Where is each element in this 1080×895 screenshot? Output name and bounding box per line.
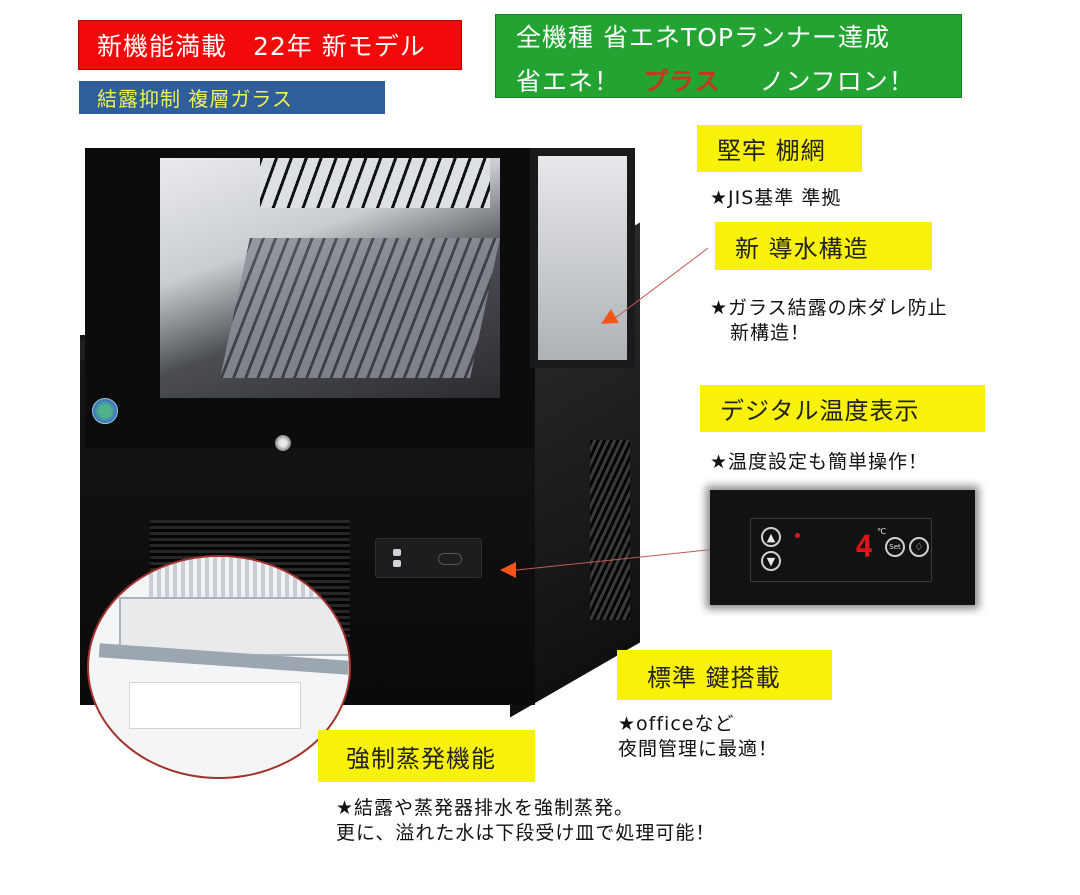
temperature-readout: 4 xyxy=(855,530,874,565)
side-vent-grille xyxy=(590,440,630,620)
display-bezel: ▲ ▼ 4 ℃ Set ♢ xyxy=(750,518,932,582)
celsius-unit: ℃ xyxy=(877,527,886,536)
wire-shelf-upper xyxy=(260,158,490,208)
feature-note-office: ★officeなど 夜間管理に最適！ xyxy=(618,712,778,762)
feature-note-jis: ★JIS基準 準拠 xyxy=(710,186,841,211)
energy-saving-line1: 全機種 省エネTOPランナー達成 xyxy=(516,23,890,52)
feature-label-forced-evaporation: 強制蒸発機能 xyxy=(318,730,535,782)
note-line: ★結露や蒸発器排水を強制蒸発。 xyxy=(336,797,635,819)
side-glass xyxy=(530,148,635,368)
wire-shelf-lower xyxy=(220,238,500,378)
up-arrow-icon xyxy=(393,549,401,556)
feature-label-key-lock: 標準 鍵搭載 xyxy=(617,650,832,700)
up-button-icon: ▲ xyxy=(761,527,781,547)
energy-saving-banner: 全機種 省エネTOPランナー達成 省エネ！ プラス ノンフロン！ xyxy=(495,14,962,98)
new-model-banner-text: 新機能満載 22年 新モデル xyxy=(97,32,426,61)
new-model-banner: 新機能満載 22年 新モデル xyxy=(78,20,462,70)
drip-pan xyxy=(129,682,301,729)
feature-note-temperature: ★温度設定も簡単操作！ xyxy=(710,450,928,475)
energy-saving-line2: 省エネ！ プラス ノンフロン！ xyxy=(516,62,915,98)
note-line: ★ガラス結露の床ダレ防止 xyxy=(710,297,948,319)
feature-note-drain: ★ガラス結露の床ダレ防止 新構造！ xyxy=(710,296,948,346)
feature-label-drain-structure: 新 導水構造 xyxy=(715,222,932,270)
feature-label-text: 堅牢 棚網 xyxy=(717,137,826,165)
status-led-icon xyxy=(795,533,800,538)
feature-label-text: 強制蒸発機能 xyxy=(346,744,496,773)
eco-badge-icon xyxy=(92,398,118,424)
down-button-icon: ▼ xyxy=(761,551,781,571)
arrow-head-display-icon xyxy=(500,562,516,578)
double-glass-banner: 結露抑制 複層ガラス xyxy=(79,81,385,114)
control-panel xyxy=(375,538,482,578)
feature-note-evaporation: ★結露や蒸発器排水を強制蒸発。 更に、溢れた水は下段受け皿で処理可能！ xyxy=(336,796,715,846)
note-line: 更に、溢れた水は下段受け皿で処理可能！ xyxy=(336,822,716,844)
feature-label-sturdy-shelf: 堅牢 棚網 xyxy=(697,125,862,172)
feature-label-text: 新 導水構造 xyxy=(735,234,869,263)
feature-label-digital-display: デジタル温度表示 xyxy=(700,385,985,432)
evaporator-closeup xyxy=(87,555,351,779)
digital-display-closeup: ▲ ▼ 4 ℃ Set ♢ xyxy=(710,490,975,605)
note-line: ★officeなど xyxy=(618,713,735,735)
energy-saving-text: 省エネ！ xyxy=(516,67,621,96)
set-icon xyxy=(438,553,462,565)
down-arrow-icon xyxy=(393,560,401,567)
plus-text: プラス xyxy=(642,67,721,96)
feature-label-text: デジタル温度表示 xyxy=(720,397,920,425)
glass-cabinet-frame xyxy=(85,148,535,448)
double-glass-banner-text: 結露抑制 複層ガラス xyxy=(97,87,293,111)
feature-label-text: 標準 鍵搭載 xyxy=(647,663,781,692)
key-lock-icon xyxy=(275,435,291,451)
note-line: 夜間管理に最適！ xyxy=(618,738,779,760)
showcase-refrigerator-image xyxy=(70,140,660,779)
note-line: 新構造！ xyxy=(710,322,811,344)
light-button-icon: ♢ xyxy=(909,537,929,557)
note-line: ★温度設定も簡単操作！ xyxy=(710,451,929,473)
note-line: ★JIS基準 準拠 xyxy=(710,187,842,209)
evaporation-tray xyxy=(119,597,349,656)
non-freon-text: ノンフロン！ xyxy=(759,67,915,96)
set-button-icon: Set xyxy=(885,537,905,557)
evaporator-coil xyxy=(149,557,339,597)
